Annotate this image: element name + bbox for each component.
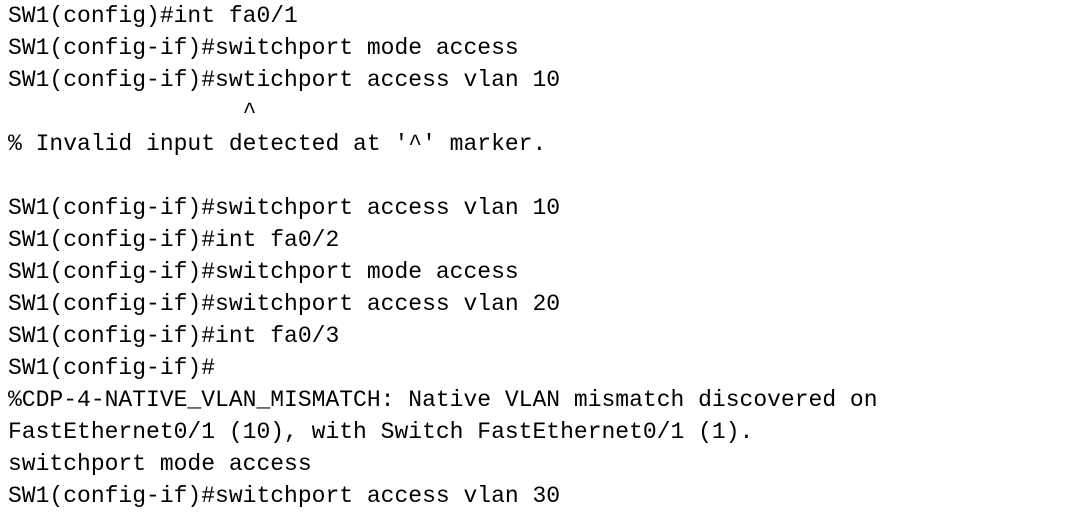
terminal-line-cmd-int-fa0-1: SW1(config)#int fa0/1 (8, 3, 298, 29)
terminal-line-typed-input: switchport mode access (8, 451, 312, 477)
terminal-line-cdp-warning-cont: FastEthernet0/1 (10), with Switch FastEt… (8, 419, 754, 445)
terminal-line-prompt: SW1(config-if)# (8, 355, 216, 381)
terminal-line-error-caret: ^ (8, 99, 257, 125)
terminal-line-cmd-typo: SW1(config-if)#swtichport access vlan 10 (8, 67, 561, 93)
terminal-line-cmd-access-vlan-10: SW1(config-if)#switchport access vlan 10 (8, 195, 561, 221)
terminal-line-error-message: % Invalid input detected at '^' marker. (8, 131, 547, 157)
terminal-line-blank (8, 160, 1092, 192)
terminal-line-cdp-warning: %CDP-4-NATIVE_VLAN_MISMATCH: Native VLAN… (8, 387, 878, 413)
terminal-line-cmd-access-vlan-20: SW1(config-if)#switchport access vlan 20 (8, 291, 561, 317)
terminal-line-cmd-access-vlan-30: SW1(config-if)#switchport access vlan 30 (8, 483, 561, 509)
terminal-line-cmd-int-fa0-3: SW1(config-if)#int fa0/3 (8, 323, 340, 349)
terminal-line-cmd-mode-access: SW1(config-if)#switchport mode access (8, 35, 519, 61)
terminal-line-cmd-mode-access-2: SW1(config-if)#switchport mode access (8, 259, 519, 285)
terminal-line-cmd-int-fa0-2: SW1(config-if)#int fa0/2 (8, 227, 340, 253)
